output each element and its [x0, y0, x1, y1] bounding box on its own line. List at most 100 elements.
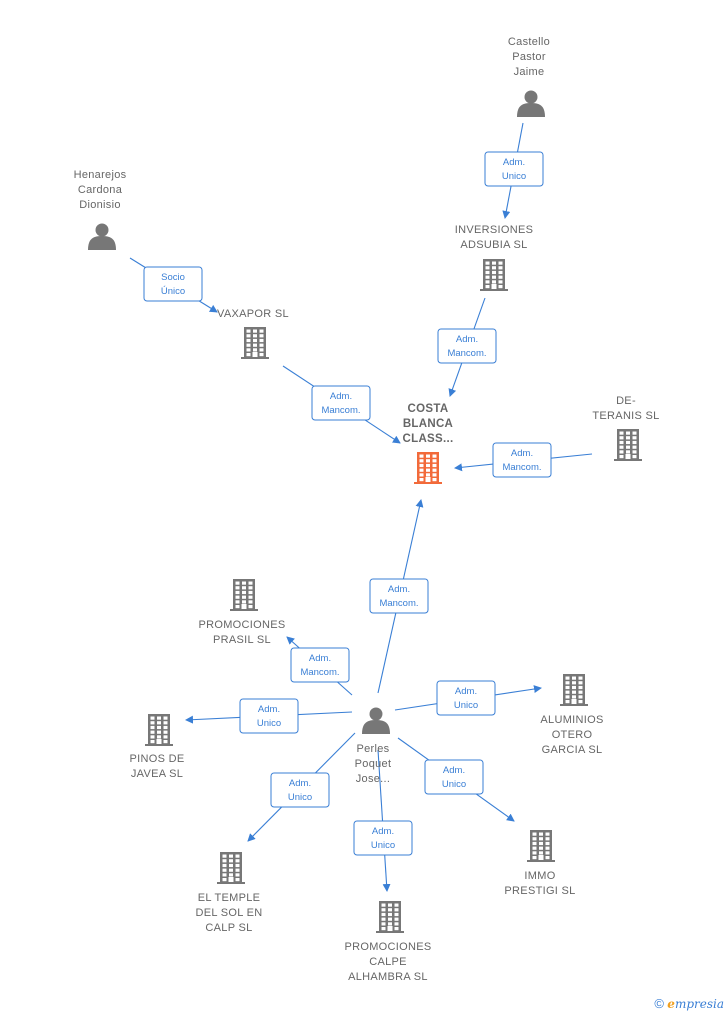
edge-label-text: Adm.: [443, 765, 465, 776]
edge-label-text: Único: [161, 286, 185, 297]
node-label: PINOS DE: [130, 753, 185, 765]
edge-vaxapor-costa: Adm. Mancom.: [282, 365, 401, 444]
edge-label-text: Unico: [502, 171, 526, 182]
edge-label-text: Adm.: [455, 686, 477, 697]
edge-label-box[interactable]: [311, 385, 371, 421]
edge-label-text: Mancom.: [321, 405, 360, 416]
building-icon: [527, 830, 555, 862]
node-label: INVERSIONES: [455, 224, 534, 236]
node-vaxapor[interactable]: VAXAPOR SL: [217, 308, 289, 359]
node-label: Cardona: [78, 184, 123, 196]
footer-brand: © empresia: [654, 996, 724, 1011]
brand-name: mpresia: [674, 997, 724, 1011]
building-icon: [230, 579, 258, 611]
edge-label[interactable]: Adm.Mancom.: [290, 647, 350, 683]
edge-inversiones-costa: Adm.Mancom.: [437, 297, 497, 397]
edge-label-box[interactable]: [492, 442, 552, 478]
edge-label-box[interactable]: [353, 820, 413, 856]
person-icon: [88, 223, 116, 250]
edge-label-text: Adm.: [372, 826, 394, 837]
node-label: Jaime: [514, 66, 545, 78]
edge-label[interactable]: Adm.Mancom.: [369, 578, 429, 614]
edge-label-box[interactable]: [437, 328, 497, 364]
person-icon: [517, 90, 545, 117]
building-icon: [560, 674, 588, 706]
edge-label[interactable]: Adm.Unico: [270, 772, 330, 808]
node-label: IMMO: [524, 870, 555, 882]
building-icon: [145, 714, 173, 746]
node-label: JAVEA SL: [131, 768, 183, 780]
edge-label[interactable]: Adm. Unico: [353, 820, 413, 856]
edge-castello-inversiones: Adm.Unico: [484, 122, 544, 219]
node-label: Castello: [508, 36, 550, 48]
node-label: BLANCA: [403, 418, 453, 430]
building-icon: [614, 429, 642, 461]
edge-label-box[interactable]: [270, 772, 330, 808]
node-label: PROMOCIONES: [344, 941, 431, 953]
edge-perles-pinos: Adm.Unico: [185, 698, 353, 734]
edges-layer: Adm.UnicoSocioÚnicoAdm.Mancom.Adm.Mancom…: [129, 122, 593, 892]
node-label: TERANIS SL: [592, 410, 659, 422]
edge-label[interactable]: Adm. Mancom.: [492, 442, 552, 478]
node-immo[interactable]: IMMO PRESTIGI SL: [504, 830, 575, 897]
node-label: Perles: [357, 743, 390, 755]
copyright-symbol: ©: [654, 996, 664, 1011]
node-label: CALPE: [369, 956, 407, 968]
building-icon: [480, 259, 508, 291]
node-label: Dionisio: [79, 199, 121, 211]
edge-label-box[interactable]: [484, 151, 544, 187]
edge-label-box[interactable]: [239, 698, 299, 734]
building-icon: [376, 901, 404, 933]
edge-perles-prasil: Adm.Mancom.: [286, 636, 353, 696]
edge-label-text: Adm.: [258, 704, 280, 715]
node-costa[interactable]: COSTABLANCACLASS...: [403, 403, 454, 484]
node-label: Henarejos: [74, 169, 127, 181]
edge-label-text: Mancom.: [379, 598, 418, 609]
edge-label-text: Adm.: [511, 448, 533, 459]
edge-label-text: Mancom.: [502, 462, 541, 473]
node-label: EL TEMPLE: [198, 892, 261, 904]
edge-perles-costa: Adm.Mancom.: [369, 499, 429, 694]
edge-label-box[interactable]: [143, 266, 203, 302]
edge-label-box[interactable]: [290, 647, 350, 683]
edge-label-text: Unico: [371, 840, 395, 851]
edge-label[interactable]: Adm.Unico: [484, 151, 544, 187]
node-label: ADSUBIA SL: [460, 239, 527, 251]
node-label: OTERO: [552, 729, 593, 741]
edge-label[interactable]: Adm. Mancom.: [311, 385, 371, 421]
node-label: CALP SL: [205, 922, 252, 934]
node-label: COSTA: [408, 403, 449, 415]
edge-label[interactable]: Adm.Mancom.: [437, 328, 497, 364]
node-label: Poquet: [355, 758, 392, 770]
edge-label[interactable]: Adm.Unico: [424, 759, 484, 795]
node-deteranis[interactable]: DE-TERANIS SL: [592, 395, 659, 461]
node-label: ALUMINIOS: [540, 714, 603, 726]
edge-perles-calpe: Adm. Unico: [353, 749, 413, 892]
edge-perles-immo: Adm.Unico: [397, 737, 515, 822]
edge-label-box[interactable]: [424, 759, 484, 795]
edge-deteranis-costa: Adm. Mancom.: [454, 442, 593, 478]
edge-label-box[interactable]: [369, 578, 429, 614]
edge-label-box[interactable]: [436, 680, 496, 716]
node-label: PRESTIGI SL: [504, 885, 575, 897]
edge-label-text: Adm.: [330, 391, 352, 402]
node-perles[interactable]: PerlesPoquetJose...: [355, 707, 392, 786]
edge-label-text: Mancom.: [447, 348, 486, 359]
node-label: PROMOCIONES: [198, 619, 285, 631]
node-pinos[interactable]: PINOS DE JAVEA SL: [130, 714, 185, 780]
edge-label[interactable]: Adm.Unico: [239, 698, 299, 734]
nodes-layer: COSTABLANCACLASS...CastelloPastorJaimeIN…: [74, 36, 660, 983]
node-label: VAXAPOR SL: [217, 308, 289, 320]
brand-initial: e: [667, 997, 675, 1011]
edge-label[interactable]: Adm.Unico: [436, 680, 496, 716]
node-inversiones[interactable]: INVERSIONES ADSUBIA SL: [455, 224, 534, 291]
